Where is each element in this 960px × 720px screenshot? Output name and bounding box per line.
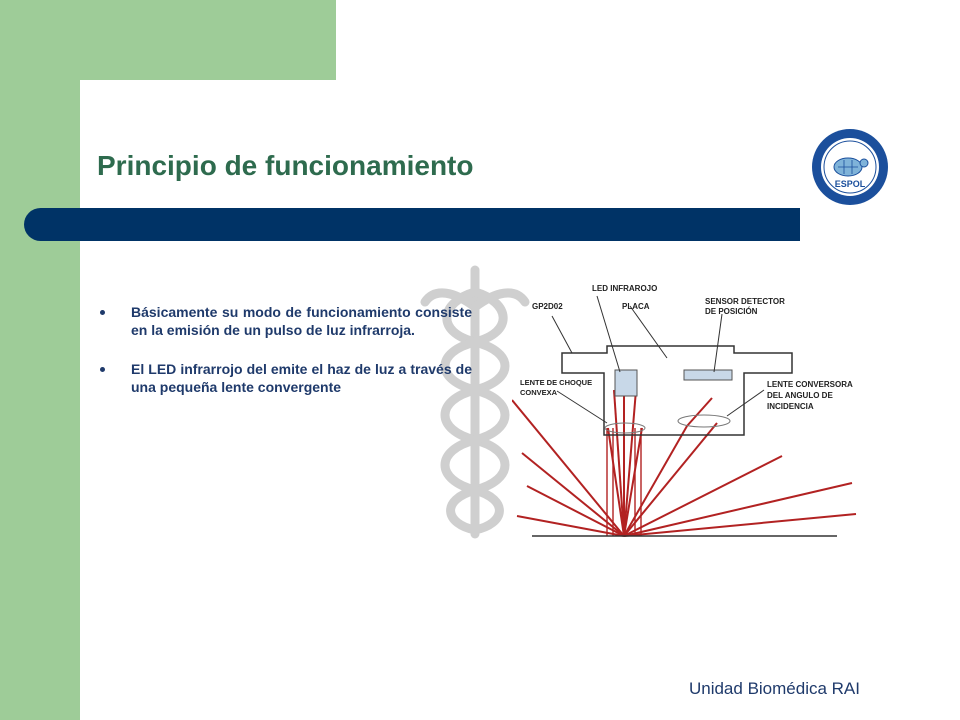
- position-sensor: [683, 369, 733, 381]
- slide-title: Principio de funcionamiento: [97, 150, 474, 181]
- green-top-bar: [0, 0, 336, 80]
- label-lente-choque-2: CONVEXA: [520, 388, 558, 397]
- label-lente-conv-1: LENTE CONVERSORA: [767, 380, 853, 389]
- espol-logo-icon: ESPOL: [812, 129, 888, 205]
- green-sidebar: [0, 0, 80, 720]
- label-gp2d02: GP2D02: [532, 302, 563, 311]
- label-lente-conv-3: INCIDENCIA: [767, 402, 814, 411]
- led-emitter: [614, 369, 638, 397]
- label-lente-conv-2: DEL ANGULO DE: [767, 391, 833, 400]
- rounded-corner: [80, 80, 200, 200]
- bullet-list: Básicamente su modo de funcionamiento co…: [100, 303, 472, 417]
- logo-text: ESPOL: [835, 179, 866, 189]
- caduceus-watermark-icon: [420, 265, 530, 539]
- label-sensor-2: DE POSICIÓN: [705, 307, 758, 316]
- bullet-item: Básicamente su modo de funcionamiento co…: [100, 303, 472, 339]
- sensor-housing: [561, 345, 793, 436]
- collision-lens: [604, 422, 646, 434]
- label-placa: PLACA: [622, 302, 650, 311]
- converter-lens: [677, 414, 731, 428]
- label-sensor-1: SENSOR DETECTOR: [705, 297, 785, 306]
- bullet-item: El LED infrarrojo del emite el haz de lu…: [100, 360, 472, 396]
- sensor-diagram: GP2D02 LED INFRAROJO PLACA SENSOR DETECT…: [512, 284, 857, 537]
- title-band: [24, 208, 800, 241]
- footer-text: Unidad Biomédica RAI: [688, 679, 860, 698]
- label-lente-choque-1: LENTE DE CHOQUE: [520, 378, 592, 387]
- label-led: LED INFRAROJO: [592, 284, 657, 293]
- light-rays: [512, 389, 857, 537]
